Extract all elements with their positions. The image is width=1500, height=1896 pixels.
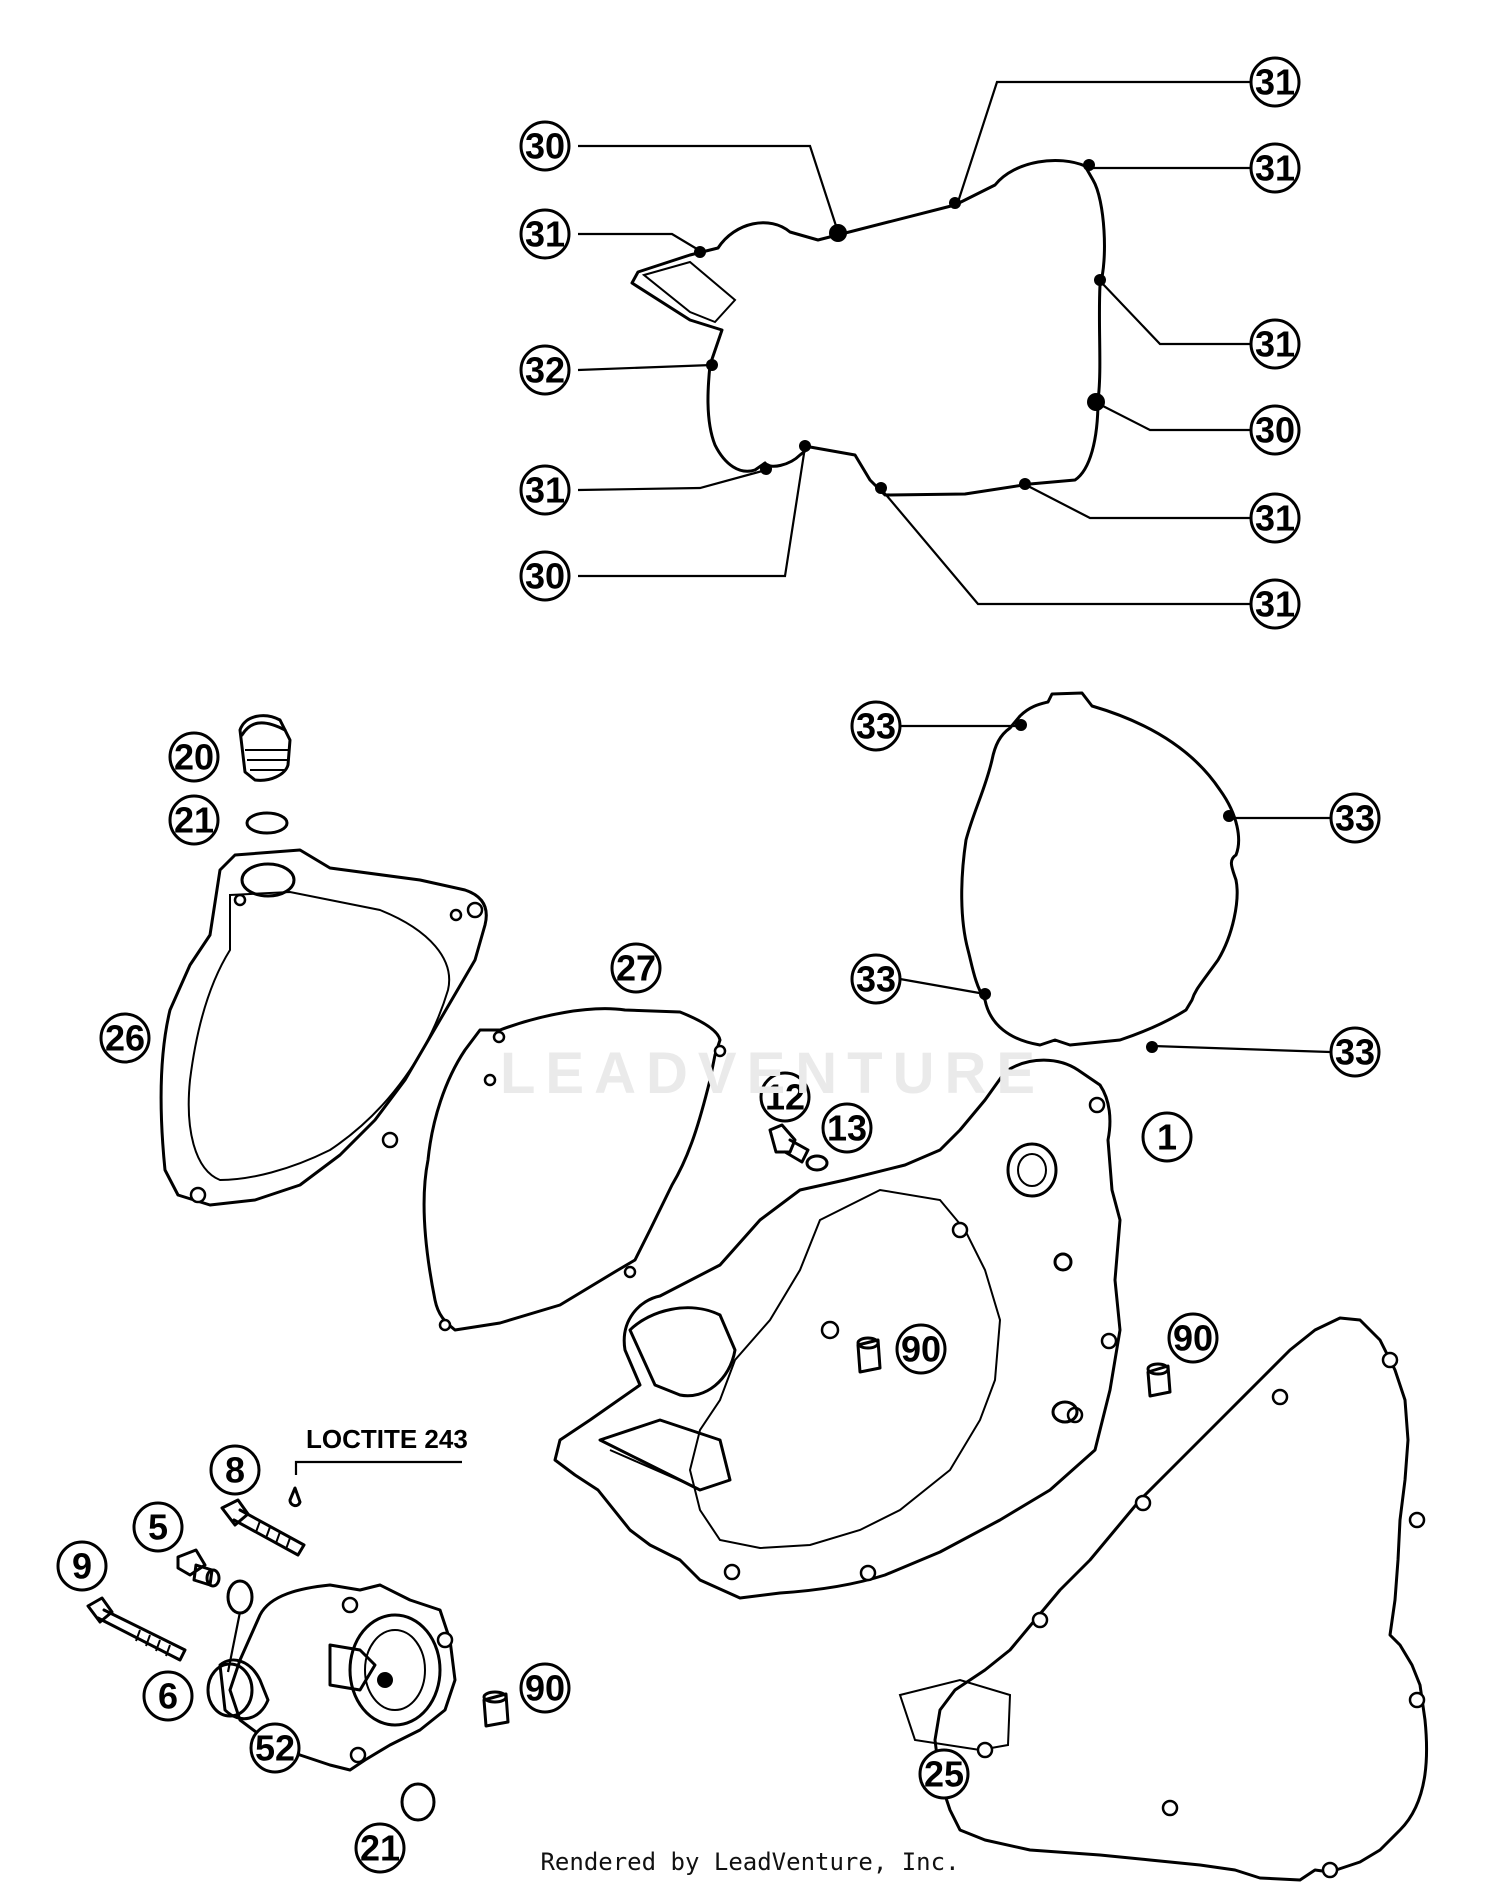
callout-52[interactable]: 52 (249, 1722, 301, 1774)
callout-8[interactable]: 8 (209, 1444, 261, 1496)
svg-text:30: 30 (525, 126, 565, 167)
oil-filler-plug (238, 714, 292, 782)
callout-33-d[interactable]: 33 (1329, 1026, 1381, 1078)
callout-31-c[interactable]: 31 (519, 208, 571, 260)
lower-cover-gasket (898, 1316, 1429, 1882)
water-pump-cover (206, 1583, 457, 1772)
callout-30-b[interactable]: 30 (1249, 404, 1301, 456)
svg-text:31: 31 (1255, 584, 1295, 625)
bolt-12 (768, 1123, 810, 1164)
callout-12[interactable]: 12 (759, 1071, 811, 1123)
callout-31-d[interactable]: 31 (1249, 318, 1301, 370)
svg-text:12: 12 (765, 1077, 805, 1118)
callout-31-g[interactable]: 31 (1249, 578, 1301, 630)
callout-31-f[interactable]: 31 (1249, 492, 1301, 544)
clutch-cover (553, 1058, 1122, 1600)
loctite-label: LOCTITE 243 (306, 1424, 468, 1454)
svg-text:31: 31 (525, 214, 565, 255)
svg-text:33: 33 (1335, 798, 1375, 839)
callout-6[interactable]: 6 (142, 1670, 194, 1722)
svg-text:33: 33 (856, 706, 896, 747)
svg-text:25: 25 (924, 1754, 964, 1795)
svg-text:31: 31 (1255, 62, 1295, 103)
svg-text:30: 30 (525, 556, 565, 597)
callout-5[interactable]: 5 (132, 1501, 184, 1553)
svg-text:9: 9 (72, 1546, 92, 1587)
drain-screw-5 (176, 1548, 221, 1588)
svg-text:33: 33 (856, 959, 896, 1000)
o-ring-21 (245, 811, 289, 835)
svg-text:31: 31 (1255, 324, 1295, 365)
svg-text:90: 90 (1173, 1318, 1213, 1359)
svg-text:8: 8 (225, 1450, 245, 1491)
callout-13[interactable]: 13 (821, 1102, 873, 1154)
callout-33-a[interactable]: 33 (850, 700, 902, 752)
callout-32[interactable]: 32 (519, 344, 571, 396)
callout-33-b[interactable]: 33 (1329, 792, 1381, 844)
callout-26[interactable]: 26 (99, 1012, 151, 1064)
watermark: LEADVENTURE (500, 1041, 1046, 1106)
leader-lines (226, 80, 1331, 1673)
svg-text:21: 21 (360, 1828, 400, 1869)
washer-13 (805, 1154, 829, 1172)
dowel-sleeve-90b (1146, 1362, 1172, 1398)
callout-27[interactable]: 27 (610, 942, 662, 994)
svg-text:26: 26 (105, 1018, 145, 1059)
svg-text:1: 1 (1157, 1117, 1177, 1158)
outer-cover-gasket (422, 1007, 727, 1332)
svg-text:31: 31 (1255, 148, 1295, 189)
callout-9[interactable]: 9 (56, 1540, 108, 1592)
callout-31-b[interactable]: 31 (1249, 142, 1301, 194)
inner-cover-gasket (630, 159, 1106, 497)
svg-text:32: 32 (525, 350, 565, 391)
svg-text:52: 52 (255, 1728, 295, 1769)
dowel-sleeve-90a (856, 1336, 882, 1374)
callout-90-c[interactable]: 90 (519, 1662, 571, 1714)
callout-30-a[interactable]: 30 (519, 120, 571, 172)
callout-21-b[interactable]: 21 (354, 1822, 406, 1874)
svg-text:20: 20 (174, 737, 214, 778)
loctite-drop (288, 1486, 302, 1508)
bolt-9 (86, 1596, 187, 1662)
callout-30-c[interactable]: 30 (519, 550, 571, 602)
bolt-8 (220, 1498, 306, 1557)
callout-31-a[interactable]: 31 (1249, 56, 1301, 108)
callout-1[interactable]: 1 (1141, 1111, 1193, 1163)
svg-text:31: 31 (525, 470, 565, 511)
svg-text:27: 27 (616, 948, 656, 989)
svg-text:21: 21 (174, 800, 214, 841)
svg-text:6: 6 (158, 1676, 178, 1717)
footer-credit: Rendered by LeadVenture, Inc. (540, 1848, 960, 1876)
svg-text:90: 90 (901, 1329, 941, 1370)
dowel-sleeve-90c (482, 1690, 510, 1728)
clutch-cover-gasket (960, 691, 1241, 1053)
svg-text:33: 33 (1335, 1032, 1375, 1073)
callout-90-b[interactable]: 90 (1167, 1312, 1219, 1364)
svg-text:31: 31 (1255, 498, 1295, 539)
svg-text:5: 5 (148, 1507, 168, 1548)
callout-25[interactable]: 25 (918, 1748, 970, 1800)
callout-21-a[interactable]: 21 (168, 794, 220, 846)
svg-text:90: 90 (525, 1668, 565, 1709)
o-ring-21b (400, 1782, 436, 1822)
callout-33-c[interactable]: 33 (850, 953, 902, 1005)
outer-clutch-cover (159, 848, 488, 1207)
callout-90-a[interactable]: 90 (895, 1323, 947, 1375)
callout-20[interactable]: 20 (168, 731, 220, 783)
svg-text:30: 30 (1255, 410, 1295, 451)
seal-ring-6 (226, 1579, 254, 1615)
callout-31-e[interactable]: 31 (519, 464, 571, 516)
svg-text:13: 13 (827, 1108, 867, 1149)
